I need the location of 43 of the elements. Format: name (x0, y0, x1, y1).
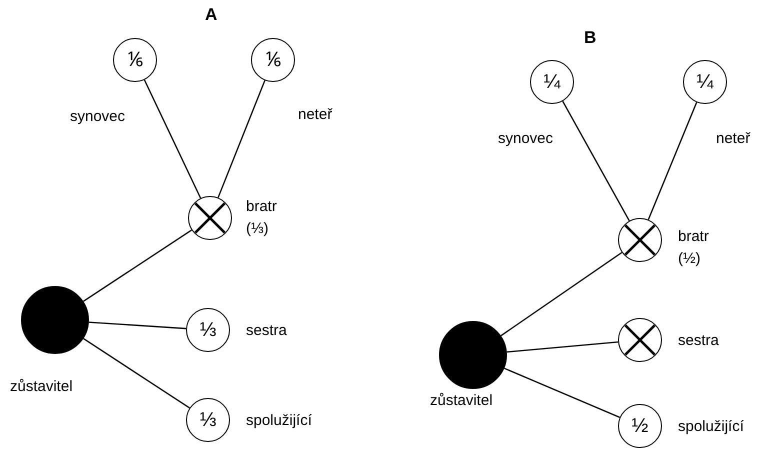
fraction-label: ¼ (696, 72, 714, 92)
node-caption: neteř (716, 130, 750, 148)
panel-label: A (205, 5, 218, 25)
circle-node (683, 60, 727, 104)
fraction-label: ⅓ (200, 410, 216, 430)
fraction-label: ½ (632, 416, 648, 436)
node-caption: sestra (678, 332, 719, 350)
panel-label: B (584, 28, 596, 48)
connector-line (144, 80, 202, 198)
circle-node (530, 60, 574, 104)
node-caption: sestra (246, 322, 287, 340)
fraction-label: ⅙ (266, 50, 280, 70)
connector-line (83, 230, 192, 302)
node-caption: zůstavitel (430, 392, 493, 410)
connector-line (562, 100, 630, 222)
node-caption: spolužijící (678, 418, 744, 436)
crossed-circle (618, 318, 662, 362)
node-caption: (⅓) (246, 220, 268, 238)
circle-node (186, 398, 230, 442)
connector-line (506, 341, 618, 353)
crossed-circle (618, 218, 662, 262)
connector-line (648, 102, 698, 220)
circle-node (186, 308, 230, 352)
node-caption: neteř (298, 106, 332, 124)
node-caption: synovec (70, 108, 126, 126)
circle-node (618, 404, 662, 448)
connector-line (83, 338, 190, 408)
node-caption: bratr (246, 198, 277, 216)
node-caption: bratr (678, 228, 709, 246)
connector-line (88, 322, 186, 330)
node-caption: (½) (678, 250, 700, 268)
fraction-label: ⅙ (128, 50, 142, 70)
connector-line (504, 368, 620, 418)
crossed-circle (188, 196, 232, 240)
node-caption: synovec (498, 130, 554, 148)
fraction-label: ⅓ (200, 320, 216, 340)
node-caption: zůstavitel (10, 378, 73, 396)
circle-node (113, 38, 157, 82)
circle-node (251, 38, 295, 82)
connector-line (218, 80, 266, 198)
fraction-label: ¼ (544, 72, 560, 92)
node-caption: spolužijící (246, 412, 312, 430)
connector-line (500, 252, 622, 336)
